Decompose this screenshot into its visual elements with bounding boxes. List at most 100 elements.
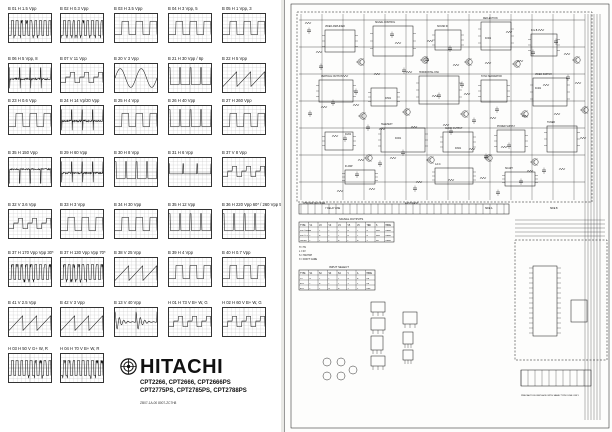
component-box [570, 299, 588, 323]
schematic-label: IC201 [345, 134, 352, 136]
oscilloscope-trace [60, 353, 104, 383]
oscilloscope-trace [60, 257, 104, 287]
resistor-symbol [505, 30, 513, 34]
table-header-cell: V2 [319, 224, 322, 227]
table-cell: L [319, 277, 321, 280]
table-header-cell: S [376, 224, 378, 227]
waveform-label: B 27 H 260 Vpp [222, 98, 252, 103]
resistor-symbol [484, 61, 492, 65]
wire [367, 154, 372, 158]
resistor-symbol [357, 158, 365, 162]
table-cell: 1 [348, 287, 350, 290]
waveform-cell: B 35 H 12 Vpp [168, 202, 212, 240]
resistor-symbol [521, 114, 529, 118]
component-box [370, 355, 386, 367]
waveform-label: B 04 H 3 Vpp, 5 [168, 6, 198, 11]
oscilloscope-trace [8, 209, 52, 239]
waveform-label: B 25 H 4 Vpp [114, 98, 139, 103]
waveform-cell: H 02 H 60 V B+ W, G [222, 300, 266, 338]
resistor-symbol [315, 50, 323, 54]
waveform-label: B 33 H 3 Vpp [60, 202, 85, 207]
table-cell: ON [367, 282, 370, 285]
waveform-cell: B 37 H 130 Vpp Vpp 70* [60, 250, 106, 288]
resistor-symbol [537, 28, 545, 32]
wire [467, 58, 472, 62]
waveform-cell: B 35 H 150 Vpp [8, 150, 52, 188]
resistor-symbol [442, 123, 450, 127]
waveform-cell: H 03 H 50 V G+ W, R [8, 346, 52, 384]
table-cell: H [310, 277, 312, 280]
component-box [532, 77, 568, 107]
waveform-label: B 40 H 0.7 Vpp [222, 250, 251, 255]
oscilloscope-trace [222, 105, 266, 135]
schematic-label: SIDE B [550, 208, 558, 210]
waveform-cell: B 03 H 3.5 Vpp [114, 6, 158, 44]
schematic-label: IF AMP [345, 165, 353, 168]
oscilloscope-trace [60, 105, 104, 135]
resistor-symbol [304, 21, 312, 25]
resistor-symbol [389, 156, 397, 160]
table-header-cell: A [357, 272, 359, 275]
table-cell: PAL/ST [300, 234, 309, 237]
schematic-label: L = 0V [299, 251, 306, 253]
schematic-label: IC001 [395, 138, 402, 140]
waveform-label: B 24 H 14 Vp/20 Vpp [60, 98, 100, 103]
resistor-symbol [373, 72, 381, 76]
schematic-label: SIGNAL CONTROL [375, 21, 396, 24]
oscilloscope-trace [114, 209, 158, 239]
waveform-cell: B 02 H 0.3 Vpp [60, 6, 104, 44]
waveform-label: B 13 V 40 Vpp [114, 300, 142, 305]
table-cell: PAL/MONO [300, 229, 311, 232]
resistor-symbol [415, 180, 423, 184]
table-cell: L [310, 234, 312, 237]
table-cell: H [338, 239, 340, 242]
waveform-label: B 23 H 0.6 Vpp [8, 98, 37, 103]
component-box [504, 171, 536, 187]
wire [423, 60, 428, 64]
waveform-cell: B 20 V 3 Vpp [114, 56, 158, 94]
table-cell: H [319, 282, 321, 285]
waveform-cell: B 34 H 30 Vpp [114, 202, 158, 240]
brand-name: HITACHI [140, 356, 224, 378]
schematic-label: TELETEXT [381, 124, 393, 126]
table-cell: L [319, 239, 321, 242]
oscilloscope-trace [222, 307, 266, 337]
table-header-cell: MODE [367, 272, 373, 275]
waveform-label: B 34 H 30 Vpp [114, 202, 142, 207]
oscilloscope-trace [8, 257, 52, 287]
oscilloscope-trace [60, 63, 104, 93]
waveform-cell: B 39 H 4 Vpp [168, 250, 212, 288]
resistor-symbol [410, 125, 418, 129]
wire [583, 106, 588, 110]
component-box [434, 167, 474, 185]
resistor-symbol [368, 187, 376, 191]
waveform-cell: B 37 H 170 Vpp Vpp 30* [8, 250, 54, 288]
wire [533, 162, 538, 166]
component-box [370, 87, 398, 107]
waveform-cell: B 01 H 1.5 Vpp [8, 6, 52, 44]
resistor-symbol [479, 176, 487, 180]
waveform-cell: B 30 H 8 Vpp [114, 150, 158, 188]
table-cell: H [329, 287, 331, 290]
wire [359, 62, 364, 66]
oscilloscope-trace [222, 13, 266, 43]
table-cell: ON [376, 239, 379, 242]
wire [575, 60, 580, 64]
component-box [402, 349, 414, 361]
waveform-label: B 20 V 3 Vpp [114, 56, 139, 61]
waveform-cell: H 01 H 73 V B+ W, G [168, 300, 212, 338]
schematic-label: VERTICAL OUTPUT [321, 75, 343, 78]
component-box [514, 239, 608, 361]
oscilloscope-trace [114, 157, 158, 187]
table-cell: OFF [367, 287, 372, 290]
waveform-label: B 30 H 8 Vpp [114, 150, 139, 155]
component-box [480, 21, 512, 51]
component-box [370, 335, 384, 351]
table-cell: NORM [386, 229, 392, 232]
table-cell: L [319, 229, 321, 232]
oscilloscope-trace [222, 209, 266, 239]
resistor-symbol [558, 167, 566, 171]
oscilloscope-trace [114, 13, 158, 43]
schematic-label: HORIZONTAL OSC [419, 71, 440, 74]
table-cell: H [348, 234, 350, 237]
